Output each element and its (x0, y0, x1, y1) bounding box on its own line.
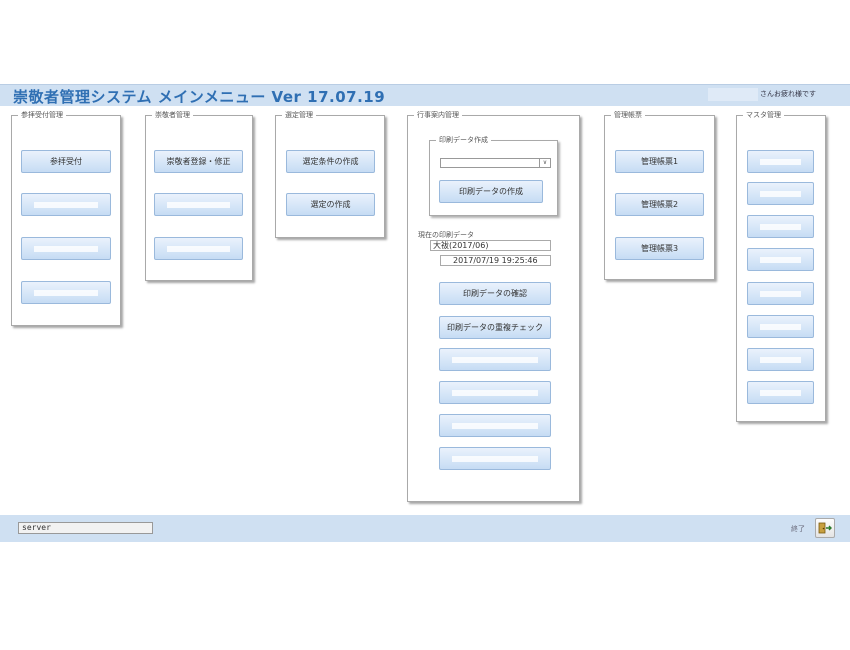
blank-button[interactable] (439, 447, 551, 470)
create-selection-button[interactable]: 選定の作成 (286, 193, 375, 216)
blank-button[interactable] (21, 193, 111, 216)
visitor-management-group: 参拝受付管理 参拝受付 (11, 110, 121, 326)
report-1-button[interactable]: 管理帳票1 (615, 150, 704, 173)
current-print-data-name: 大祓(2017/06) (430, 240, 551, 251)
server-name-field: server (18, 522, 153, 534)
blank-button[interactable] (747, 348, 814, 371)
blank-button[interactable] (154, 193, 243, 216)
status-bar: server 終了 (0, 515, 850, 542)
master-management-group: マスタ管理 (736, 110, 826, 422)
blank-button[interactable] (747, 150, 814, 173)
current-print-data-datetime: 2017/07/19 19:25:46 (440, 255, 551, 266)
report-2-button[interactable]: 管理帳票2 (615, 193, 704, 216)
blank-button[interactable] (439, 381, 551, 404)
create-print-data-button[interactable]: 印刷データの作成 (439, 180, 543, 203)
management-reports-group: 管理帳票 管理帳票1 管理帳票2 管理帳票3 (604, 110, 715, 280)
blank-button[interactable] (747, 381, 814, 404)
user-name-display (708, 88, 758, 101)
confirm-print-data-button[interactable]: 印刷データの確認 (439, 282, 551, 305)
selection-management-group: 選定管理 選定条件の作成 選定の作成 (275, 110, 385, 238)
event-guide-management-group: 行事案内管理 印刷データ作成 ∨ 印刷データの作成 現在の印刷データ 大祓(20… (407, 110, 580, 502)
blank-button[interactable] (747, 315, 814, 338)
blank-button[interactable] (747, 248, 814, 271)
group-title: 選定管理 (282, 110, 316, 121)
duplicate-check-button[interactable]: 印刷データの重複チェック (439, 316, 551, 339)
blank-button[interactable] (21, 237, 111, 260)
group-title: マスタ管理 (743, 110, 784, 121)
print-data-creation-group: 印刷データ作成 ∨ 印刷データの作成 (429, 135, 558, 216)
title-bar: 崇敬者管理システム メインメニュー Ver 17.07.19 さんお疲れ様です (0, 84, 850, 106)
report-3-button[interactable]: 管理帳票3 (615, 237, 704, 260)
print-data-select[interactable]: ∨ (440, 158, 551, 168)
worshipper-register-edit-button[interactable]: 崇敬者登録・修正 (154, 150, 243, 173)
current-print-data-label: 現在の印刷データ (418, 231, 474, 239)
blank-button[interactable] (747, 282, 814, 305)
group-title: 行事案内管理 (414, 110, 462, 121)
group-title: 印刷データ作成 (436, 135, 491, 146)
blank-button[interactable] (747, 182, 814, 205)
group-title: 参拝受付管理 (18, 110, 66, 121)
group-title: 管理帳票 (611, 110, 645, 121)
blank-button[interactable] (154, 237, 243, 260)
group-title: 崇敬者管理 (152, 110, 193, 121)
app-title: 崇敬者管理システム メインメニュー Ver 17.07.19 (13, 88, 386, 106)
exit-label: 終了 (791, 525, 805, 533)
blank-button[interactable] (21, 281, 111, 304)
chevron-down-icon: ∨ (539, 159, 550, 167)
greeting-text: さんお疲れ様です (760, 90, 816, 98)
visitor-reception-button[interactable]: 参拝受付 (21, 150, 111, 173)
exit-button[interactable] (815, 518, 835, 538)
exit-door-icon (818, 522, 832, 534)
blank-button[interactable] (747, 215, 814, 238)
worshipper-management-group: 崇敬者管理 崇敬者登録・修正 (145, 110, 253, 281)
blank-button[interactable] (439, 348, 551, 371)
create-selection-condition-button[interactable]: 選定条件の作成 (286, 150, 375, 173)
blank-button[interactable] (439, 414, 551, 437)
